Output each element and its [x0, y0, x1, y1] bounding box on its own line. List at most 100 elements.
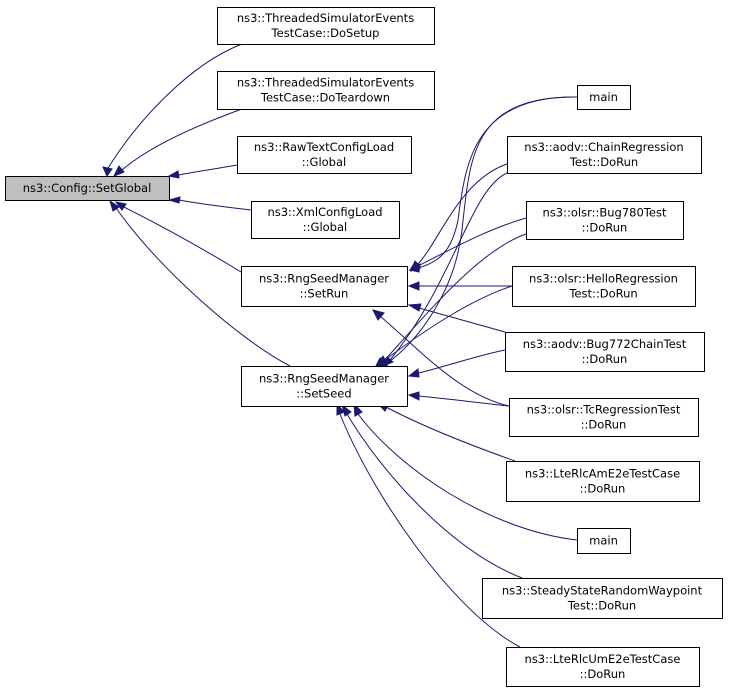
edge-line [382, 233, 527, 363]
node-box [512, 266, 696, 307]
node-aodv772[interactable]: ns3::aodv::Bug772ChainTest::DoRun [505, 332, 705, 372]
edge-olsr_hello-to-setrun [407, 281, 512, 291]
node-box [505, 332, 705, 372]
node-main2[interactable]: main [577, 528, 631, 554]
edge-steady-to-setseed [341, 403, 523, 579]
node-box [507, 136, 702, 174]
arrowhead-icon [374, 355, 388, 367]
arrowhead-icon [102, 166, 113, 178]
edge-xmlcfg-to-setglobal [167, 196, 252, 211]
arrowhead-icon [407, 368, 420, 378]
edge-line [357, 413, 578, 541]
node-label-line: ::DoRun [581, 418, 627, 432]
edge-line [417, 96, 578, 269]
edge-line [178, 164, 238, 176]
edge-line [418, 349, 506, 374]
edge-olsr_hello-to-setseed [374, 285, 513, 367]
node-box [509, 398, 699, 437]
node-olsr780[interactable]: ns3::olsr::Bug780Test::DoRun [526, 201, 684, 240]
node-label-line: TestCase::DoTeardown [260, 91, 390, 105]
node-lte_um[interactable]: ns3::LteRlcUmE2eTestCase::DoRun [506, 647, 700, 687]
node-label-line: ::DoRun [580, 667, 626, 681]
node-label-line: TestCase::DoSetup [271, 26, 380, 40]
node-label-line: ::Global [303, 220, 347, 234]
node-label-line: ns3::ThreadedSimulatorEvents [237, 11, 414, 25]
edge-line [339, 413, 521, 648]
nodes-layer: ns3::Config::SetGlobal ns3::ThreadedSimul… [5, 7, 723, 687]
node-box [506, 461, 700, 502]
edge-line [418, 307, 506, 333]
node-label-line: ns3::olsr::Bug780Test [543, 206, 667, 220]
node-xmlcfg[interactable]: ns3::XmlConfigLoad::Global [251, 201, 400, 239]
node-olsr_tc[interactable]: ns3::olsr::TcRegressionTest::DoRun [509, 398, 699, 437]
node-label-line: main [589, 534, 618, 548]
node-label-line: ::DoRun [582, 352, 628, 366]
edge-line [417, 163, 508, 265]
edge-line [123, 206, 242, 273]
node-box [217, 71, 435, 110]
node-setseed[interactable]: ns3::RngSeedManager::SetSeed [241, 366, 408, 407]
node-label-line: Test::DoRun [568, 287, 637, 301]
node-label-line: ns3::LteRlcAmE2eTestCase [525, 467, 680, 481]
edge-sim_setup-to-setglobal [102, 43, 243, 178]
node-setglobal[interactable]: ns3::Config::SetGlobal [5, 176, 170, 201]
arrowhead-icon [112, 165, 125, 177]
edge-line [107, 43, 243, 169]
node-setrun[interactable]: ns3::RngSeedManager::SetRun [241, 266, 408, 307]
node-label-line: ::DoRun [580, 482, 626, 496]
arrowhead-icon [408, 261, 421, 271]
arrowhead-icon [109, 199, 120, 212]
node-box [241, 266, 408, 307]
arrowhead-icon [372, 309, 385, 321]
edge-line [178, 199, 252, 211]
edge-line [384, 285, 513, 361]
edge-line [417, 217, 527, 267]
edge-aodv772-to-setrun [407, 303, 506, 333]
node-sim_teardown[interactable]: ns3::ThreadedSimulatorEventsTestCase::Do… [217, 71, 435, 110]
edge-aodv_chain-to-setrun [410, 163, 508, 273]
node-label-line: ns3::ThreadedSimulatorEvents [237, 76, 414, 90]
node-label-line: ns3::XmlConfigLoad [267, 205, 382, 219]
arrowhead-icon [167, 170, 180, 179]
arrowhead-icon [167, 196, 181, 204]
node-box [577, 85, 631, 110]
edge-line [379, 315, 510, 407]
edge-main1-to-setrun [408, 96, 578, 273]
arrowhead-icon [407, 303, 422, 312]
node-main1[interactable]: main [577, 85, 631, 110]
edge-rawtext-to-setglobal [167, 164, 238, 179]
node-label-line: ns3::Config::SetGlobal [23, 181, 152, 195]
node-label-line: ns3::RawTextConfigLoad [254, 140, 394, 154]
edge-setrun-to-setglobal [114, 201, 242, 273]
node-label-line: Test::DoRun [569, 155, 638, 169]
node-lte_am[interactable]: ns3::LteRlcAmE2eTestCase::DoRun [506, 461, 700, 502]
edge-olsr_tc-to-setrun [372, 309, 510, 407]
edge-line [346, 413, 523, 579]
node-steady[interactable]: ns3::SteadyStateRandomWaypointTest::DoRu… [482, 578, 723, 619]
node-label-line: ns3::SteadyStateRandomWaypoint [502, 584, 703, 598]
arrowhead-icon [114, 201, 127, 211]
node-box [237, 136, 412, 174]
node-box [577, 528, 631, 554]
node-label-line: ns3::RngSeedManager [259, 372, 389, 386]
arrowhead-icon [407, 281, 420, 291]
edge-olsr780-to-setrun [408, 217, 527, 271]
node-label-line: ns3::RngSeedManager [259, 272, 389, 286]
node-box [5, 176, 170, 201]
arrowhead-icon [341, 403, 352, 417]
edge-line [385, 406, 516, 462]
node-label-line: ::SetSeed [296, 387, 351, 401]
node-box [482, 578, 723, 619]
node-box [506, 647, 700, 687]
node-label-line: ns3::LteRlcUmE2eTestCase [525, 652, 681, 666]
node-label-line: ::DoRun [582, 221, 628, 235]
node-label-line: ns3::aodv::ChainRegression [524, 140, 683, 154]
edge-aodv772-to-setseed [407, 349, 506, 378]
node-label-line: ns3::aodv::Bug772ChainTest [523, 337, 687, 351]
node-rawtext[interactable]: ns3::RawTextConfigLoad::Global [237, 136, 412, 174]
node-box [241, 366, 408, 407]
node-sim_setup[interactable]: ns3::ThreadedSimulatorEventsTestCase::Do… [217, 7, 435, 45]
